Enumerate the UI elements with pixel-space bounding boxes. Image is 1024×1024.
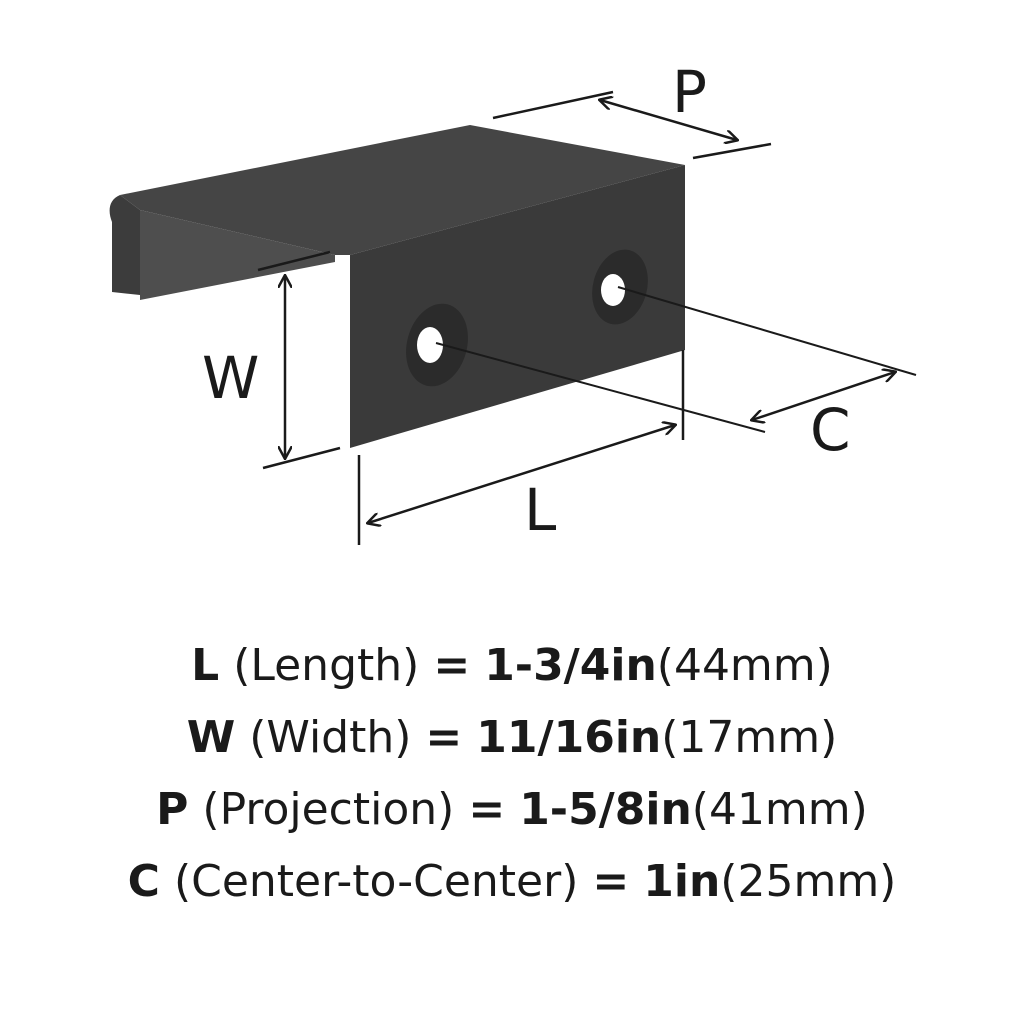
spec-name: (Center-to-Center) — [173, 856, 579, 907]
spec-imperial-value: 1-3/4in — [484, 640, 657, 691]
c-label: C — [810, 396, 851, 464]
spec-length: L (Length) = 1-3/4in(44mm) — [0, 630, 1024, 702]
spec-equals: = — [433, 640, 471, 691]
spec-metric-value: (44mm) — [656, 640, 833, 691]
part-top-surface — [120, 125, 685, 255]
spec-name: (Projection) — [202, 784, 455, 835]
spec-metric-value: (41mm) — [691, 784, 868, 835]
l-label: L — [524, 476, 556, 544]
spec-key: C — [127, 856, 160, 907]
p-dimension-arrow — [600, 100, 737, 140]
c-dimension-arrow — [752, 372, 895, 420]
p-extension-line-2 — [692, 142, 772, 160]
l-dimension-arrow — [368, 425, 675, 523]
w-extension-line-2 — [262, 446, 341, 470]
spec-equals: = — [592, 856, 630, 907]
p-extension-line-1 — [492, 90, 614, 120]
spec-center-to-center: C (Center-to-Center) = 1in(25mm) — [0, 846, 1024, 918]
edge-pull-part — [109, 125, 685, 448]
c-center-line-1 — [435, 342, 766, 433]
spec-equals: = — [468, 784, 506, 835]
spec-name: (Length) — [233, 640, 420, 691]
p-label: P — [672, 58, 707, 126]
spec-equals: = — [425, 712, 463, 763]
spec-key: L — [191, 640, 220, 691]
spec-key: P — [156, 784, 189, 835]
spec-key: W — [186, 712, 236, 763]
specification-list: L (Length) = 1-3/4in(44mm) W (Width) = 1… — [0, 630, 1024, 918]
spec-metric-value: (25mm) — [720, 856, 897, 907]
part-curled-lip — [109, 195, 140, 295]
dimension-diagram: P W C L — [109, 58, 917, 545]
w-extension-line-1 — [257, 250, 331, 272]
spec-width: W (Width) = 11/16in(17mm) — [0, 702, 1024, 774]
spec-name: (Width) — [249, 712, 412, 763]
c-center-line-2 — [617, 286, 917, 376]
spec-projection: P (Projection) = 1-5/8in(41mm) — [0, 774, 1024, 846]
mounting-hole-left — [406, 303, 468, 387]
spec-imperial-value: 1in — [643, 856, 721, 907]
w-label: W — [202, 344, 259, 412]
spec-imperial-value: 1-5/8in — [519, 784, 692, 835]
part-lip-inner — [140, 210, 335, 300]
spec-imperial-value: 11/16in — [476, 712, 662, 763]
spec-metric-value: (17mm) — [661, 712, 838, 763]
dimension-lines — [257, 90, 917, 545]
